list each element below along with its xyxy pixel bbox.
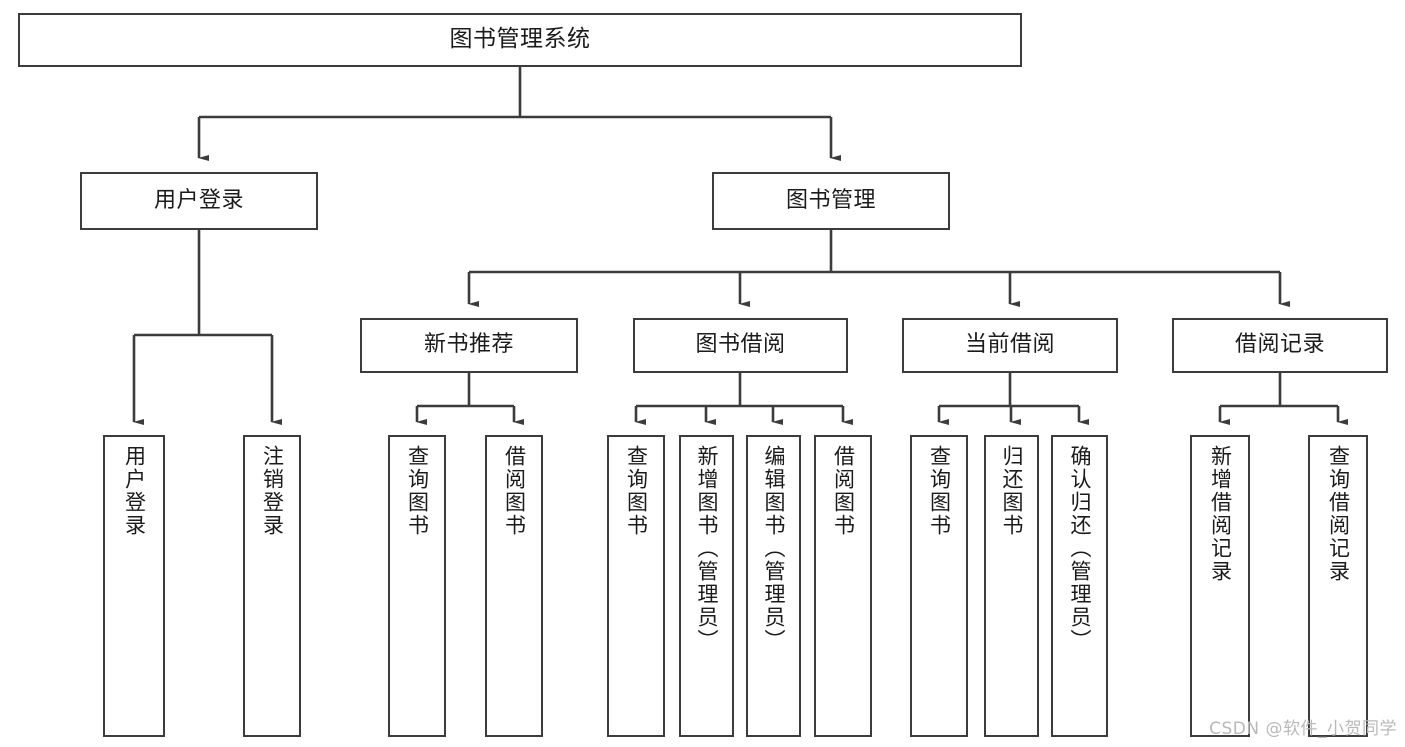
node-leaf-add-record-label: 新增借阅记录 — [1208, 445, 1233, 583]
node-book-borrow[interactable]: 图书借阅 — [633, 318, 848, 373]
node-book-manage[interactable]: 图书管理 — [712, 172, 950, 230]
node-leaf-query-book-3[interactable]: 查询图书 — [910, 435, 968, 737]
node-user-login-label: 用户登录 — [153, 187, 244, 213]
node-current-borrow-label: 当前借阅 — [964, 332, 1055, 358]
node-leaf-add-record[interactable]: 新增借阅记录 — [1190, 435, 1250, 737]
node-leaf-query-book-2-label: 查询图书 — [624, 445, 649, 537]
node-new-book-recommend[interactable]: 新书推荐 — [360, 318, 578, 373]
node-leaf-return-book-label: 归还图书 — [1000, 445, 1024, 537]
node-leaf-edit-book-label: 编辑图书（管理员） — [762, 445, 786, 652]
node-root-system[interactable]: 图书管理系统 — [18, 13, 1022, 67]
node-leaf-borrow-book-2-label: 借阅图书 — [831, 445, 856, 537]
node-new-book-recommend-label: 新书推荐 — [423, 332, 514, 358]
node-leaf-return-book[interactable]: 归还图书 — [984, 435, 1039, 737]
node-leaf-query-record-label: 查询借阅记录 — [1326, 445, 1351, 583]
node-current-borrow[interactable]: 当前借阅 — [902, 318, 1118, 373]
node-leaf-logout[interactable]: 注销登录 — [243, 435, 301, 737]
node-book-manage-label: 图书管理 — [785, 187, 876, 213]
node-borrow-record-label: 借阅记录 — [1234, 332, 1325, 358]
node-leaf-borrow-book-2[interactable]: 借阅图书 — [814, 435, 872, 737]
node-leaf-add-book-label: 新增图书（管理员） — [695, 445, 719, 652]
node-leaf-confirm-return-label: 确认归还（管理员） — [1068, 445, 1092, 652]
node-leaf-borrow-book-1-label: 借阅图书 — [502, 445, 527, 537]
node-leaf-query-record[interactable]: 查询借阅记录 — [1308, 435, 1368, 737]
node-leaf-query-book-1-label: 查询图书 — [405, 445, 430, 537]
node-book-borrow-label: 图书借阅 — [695, 332, 786, 358]
node-leaf-logout-label: 注销登录 — [260, 445, 285, 537]
node-leaf-add-book[interactable]: 新增图书（管理员） — [679, 435, 734, 737]
node-leaf-query-book-1[interactable]: 查询图书 — [388, 435, 446, 737]
node-borrow-record[interactable]: 借阅记录 — [1172, 318, 1388, 373]
node-leaf-edit-book[interactable]: 编辑图书（管理员） — [746, 435, 801, 737]
node-leaf-query-book-3-label: 查询图书 — [927, 445, 952, 537]
node-user-login[interactable]: 用户登录 — [80, 172, 318, 230]
node-root-system-label: 图书管理系统 — [449, 26, 591, 53]
csdn-watermark: CSDN @软件_小贺同学 — [1209, 719, 1397, 739]
node-leaf-confirm-return[interactable]: 确认归还（管理员） — [1051, 435, 1108, 737]
node-leaf-borrow-book-1[interactable]: 借阅图书 — [485, 435, 543, 737]
node-leaf-user-login[interactable]: 用户登录 — [103, 435, 165, 737]
node-leaf-user-login-label: 用户登录 — [122, 445, 147, 537]
node-leaf-query-book-2[interactable]: 查询图书 — [607, 435, 665, 737]
